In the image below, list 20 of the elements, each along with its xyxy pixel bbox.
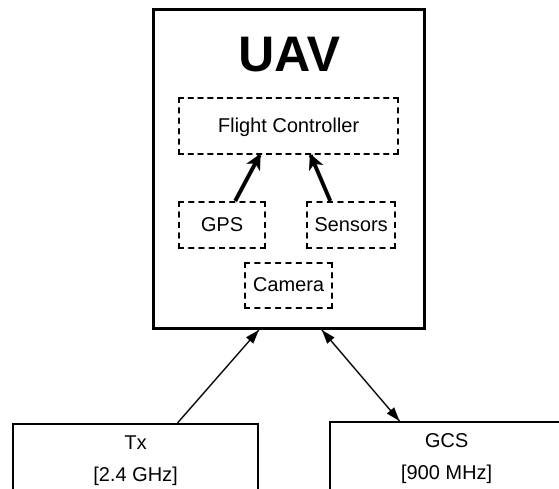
arrow: [321, 330, 400, 422]
component-box: [178, 97, 399, 155]
arrow: [176, 330, 260, 424]
frequency-label: [2.4 GHz]: [92, 463, 179, 487]
link-box: [329, 421, 559, 489]
component-label: GPS: [200, 214, 244, 236]
frequency-label: [900 MHz]: [400, 461, 494, 485]
component-box: [178, 201, 266, 249]
system-title: UAV: [237, 25, 341, 83]
system-box: [152, 8, 426, 330]
component-label: Camera: [252, 274, 324, 297]
component-box: [306, 201, 396, 249]
component-label: Sensors: [314, 214, 388, 236]
link-box: [12, 423, 259, 489]
arrow: [308, 154, 332, 202]
component-label: Flight Controller: [218, 114, 360, 138]
component-box: [244, 262, 333, 309]
arrow: [233, 154, 262, 202]
link-name: GCS: [424, 429, 470, 453]
link-name: Tx: [123, 431, 148, 455]
